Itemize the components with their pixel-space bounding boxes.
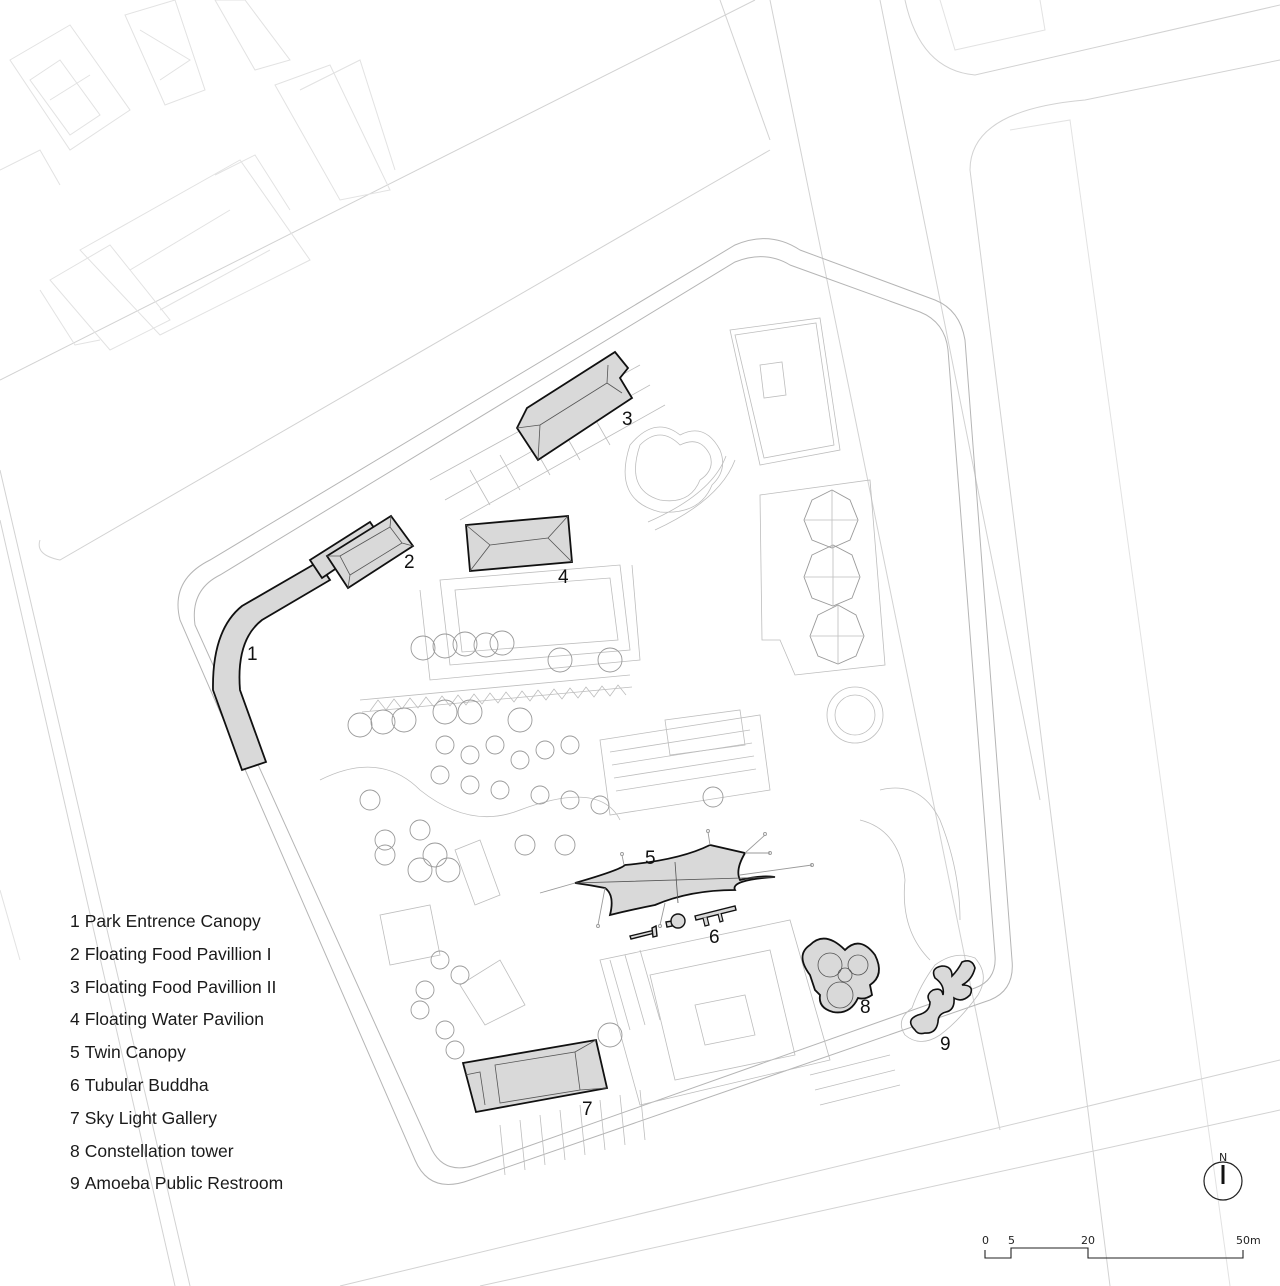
compass-circle-icon [1203,1161,1243,1201]
plan-label-9: 9 [940,1034,951,1055]
north-arrow: N [1203,1151,1243,1201]
north-needle-icon [1221,1165,1225,1184]
plan-label-1: 1 [247,644,258,665]
scale-tick-50m: 50m [1236,1234,1261,1247]
highlighted-buildings [212,350,984,1114]
plan-label-5: 5 [645,848,656,869]
building-8-constellation-tower [801,937,880,1014]
plan-label-3: 3 [622,409,633,430]
scale-bar: 0 5 20 50m [982,1234,1261,1259]
trees [347,630,724,1060]
plan-label-6: 6 [709,927,720,948]
north-label: N [1219,1151,1227,1164]
neighbouring-houses [0,0,396,351]
park-linework [319,317,961,1176]
plan-label-4: 4 [558,567,569,588]
plan-label-8: 8 [860,997,871,1018]
building-1-park-entrance-canopy [212,560,332,772]
site-boundary [177,238,1013,1185]
building-9-amoeba-public-restroom [900,954,984,1042]
building-5-twin-canopy [539,829,814,928]
scale-tick-5: 5 [1008,1234,1015,1247]
building-7-sky-light-gallery [461,1038,609,1114]
plan-label-2: 2 [404,552,415,573]
scale-tick-0: 0 [982,1234,989,1247]
building-2-floating-food-pavillion-i [308,514,415,590]
scale-tick-20: 20 [1081,1234,1095,1247]
plan-label-7: 7 [582,1099,593,1120]
building-6-tubular-buddha [629,905,737,940]
plan-labels: 1 2 3 4 5 6 7 8 9 [247,409,951,1120]
building-3-floating-food-pavillion-ii [515,350,634,462]
building-4-floating-water-pavilion [465,515,573,572]
